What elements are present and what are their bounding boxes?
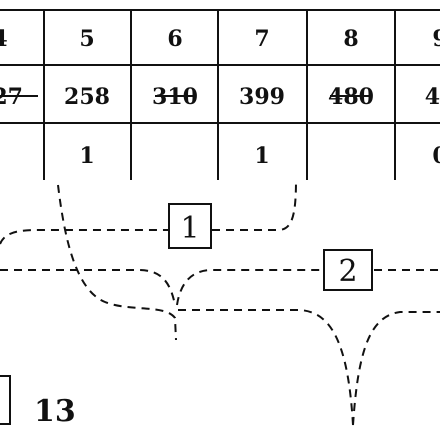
label-box-2: 2	[323, 249, 373, 291]
value-cell: 258	[64, 84, 110, 110]
header-cell: 4	[0, 26, 8, 52]
mark-cell: 0	[432, 143, 440, 169]
header-cell: 9	[432, 26, 440, 52]
bottom-number: 13	[34, 394, 76, 429]
connector-left-to-box1	[0, 229, 168, 245]
box-1-frame	[168, 203, 212, 249]
connector-bottom-right-branch	[352, 311, 440, 426]
box-2-frame	[323, 249, 373, 291]
header-cell: 7	[254, 26, 269, 52]
value-cell: 399	[239, 84, 285, 110]
bottom-label-group: 13	[0, 375, 76, 429]
connector-bottom-left-branch	[178, 309, 354, 426]
header-cell: 5	[79, 26, 94, 52]
box-2-label: 2	[338, 254, 357, 289]
header-cell: 8	[343, 26, 358, 52]
connector-left-long	[0, 269, 176, 306]
table-values-row: 427 258 310 399 480 47	[0, 84, 440, 110]
table-marks-row: 1 1 0	[79, 143, 440, 169]
header-cell: 6	[167, 26, 182, 52]
mark-cell: 1	[254, 143, 269, 169]
label-box-1: 1	[168, 203, 212, 249]
connector-col5-down	[57, 184, 177, 341]
connector-to-box2	[176, 269, 322, 306]
value-cell: 47	[425, 84, 440, 110]
table-header-row: 4 5 6 7 8 9	[0, 26, 440, 52]
mark-cell: 1	[79, 143, 94, 169]
box-1-label: 1	[180, 211, 199, 246]
connector-box1-to-col7	[212, 179, 297, 231]
table-grid	[0, 9, 440, 180]
dashed-connectors	[0, 179, 440, 426]
bottom-box-frame	[0, 375, 11, 425]
